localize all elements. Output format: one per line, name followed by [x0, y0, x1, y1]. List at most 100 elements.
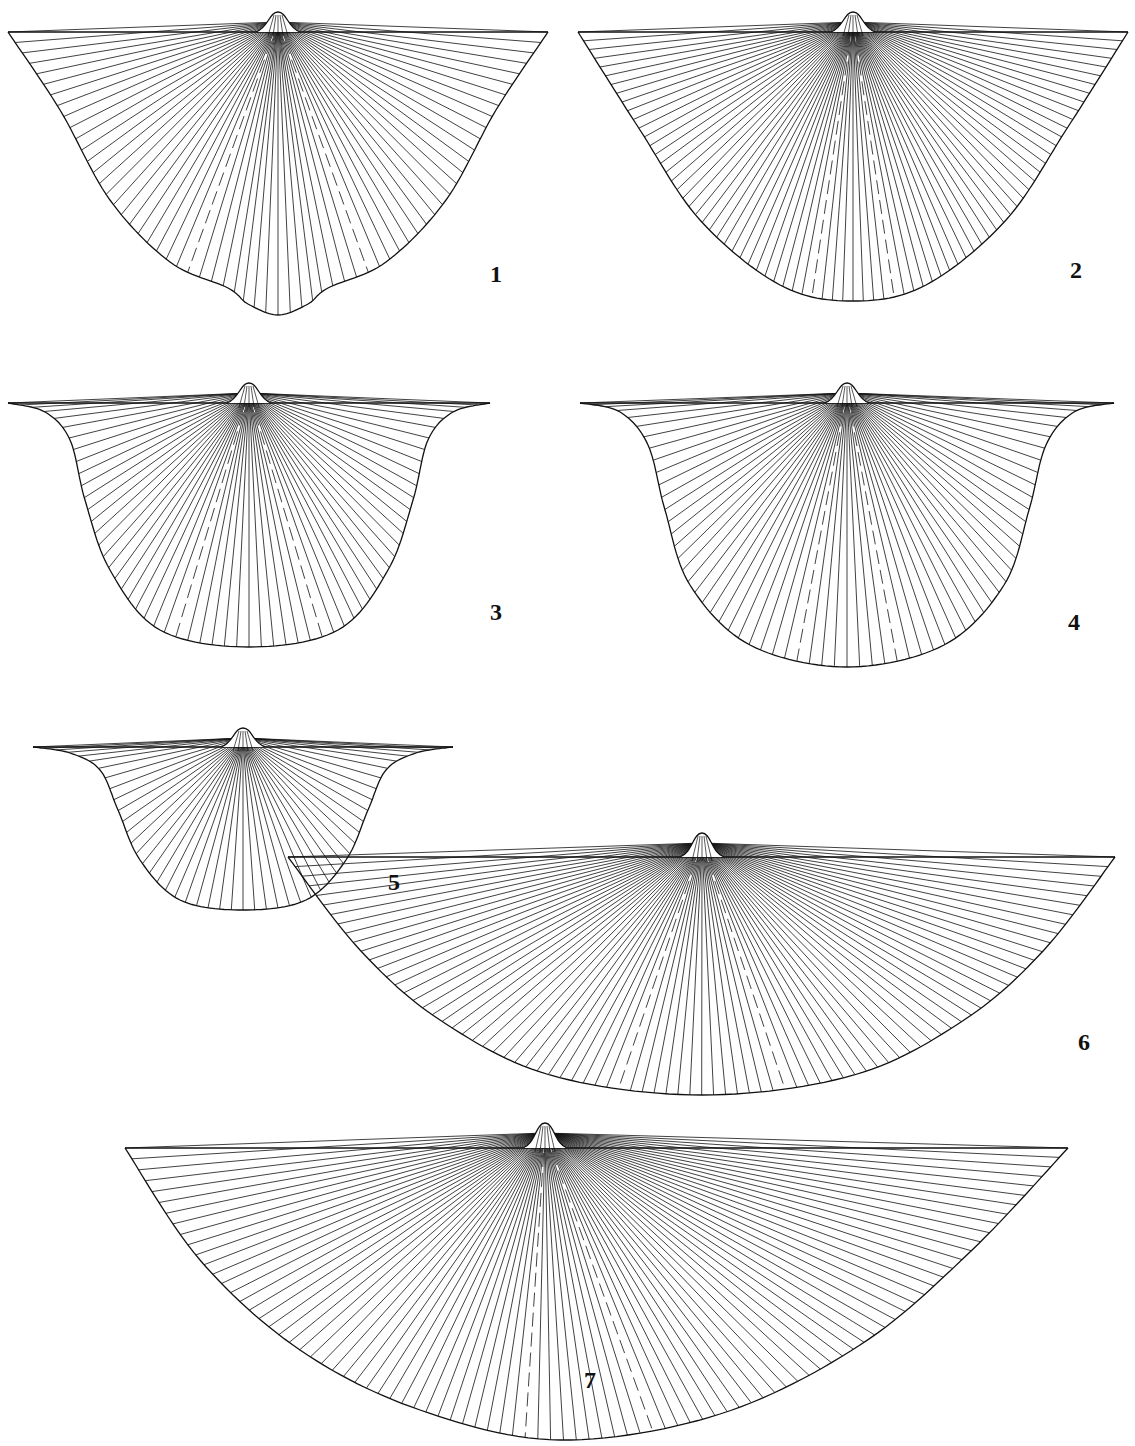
rib-line: [278, 22, 427, 224]
rib-line: [243, 738, 329, 882]
rib-line: [853, 22, 854, 301]
rib-line: [234, 22, 278, 292]
rib-line: [702, 843, 1017, 977]
rib-line: [688, 393, 847, 582]
rib-line: [152, 1133, 545, 1192]
rib-line: [847, 393, 999, 592]
rib-line: [321, 1133, 545, 1364]
rib-line: [656, 393, 847, 473]
rib-line: [666, 22, 853, 172]
rib-line: [724, 22, 853, 244]
rib-line: [847, 393, 1016, 558]
figure-number: 5: [388, 870, 400, 894]
rib-line: [526, 843, 702, 1067]
rib-line: [51, 22, 279, 95]
rib-line: [678, 843, 702, 1094]
rib-line: [164, 393, 249, 632]
rib-line: [278, 22, 279, 315]
rib-line: [353, 843, 702, 942]
rib-line: [316, 843, 702, 896]
rib-line: [196, 1133, 545, 1255]
rib-line: [622, 22, 853, 102]
rib-line: [709, 22, 853, 230]
rib-line: [278, 15, 279, 36]
rib-line: [278, 22, 527, 63]
rib-line: [249, 393, 261, 647]
rib-line: [545, 1133, 915, 1303]
rib-line: [853, 22, 1062, 137]
rib-line: [678, 393, 847, 558]
rib-line: [462, 843, 702, 1034]
rib-line: [266, 22, 278, 313]
shell-figure: [578, 12, 1128, 301]
rib-line: [199, 22, 278, 277]
rib-line: [822, 22, 853, 299]
rib-line: [188, 1133, 545, 1245]
rib-line: [545, 1133, 895, 1320]
rib-line: [853, 22, 958, 264]
rib-line: [278, 22, 450, 194]
rib-line: [847, 393, 1006, 582]
rib-line: [668, 393, 847, 522]
rib-line: [493, 843, 702, 1052]
rib-line: [99, 393, 249, 545]
rib-line: [702, 843, 866, 1071]
hinge-line: [125, 1147, 1068, 1148]
rib-line: [487, 1133, 545, 1430]
rib-line: [402, 1133, 545, 1403]
rib-line: [848, 15, 851, 36]
shell-figure: [580, 383, 1114, 667]
rib-line: [545, 1133, 934, 1286]
rib-line: [414, 1133, 545, 1408]
rib-line: [618, 843, 702, 1089]
rib-line: [231, 1133, 545, 1293]
rib-line: [797, 393, 847, 661]
rib-line: [249, 393, 407, 522]
figure-number: 2: [1070, 258, 1082, 282]
rib-line: [545, 1133, 998, 1224]
shell-figure: [8, 12, 548, 315]
rib-line: [247, 731, 253, 751]
rib-line: [147, 22, 278, 243]
figure-number: 6: [1078, 1030, 1090, 1054]
rib-line: [278, 22, 368, 272]
rib-line: [605, 393, 847, 407]
rib-line: [143, 738, 244, 864]
rib-line: [842, 386, 845, 407]
rib-line: [847, 393, 1114, 403]
rib-line: [545, 1133, 832, 1363]
rib-line: [208, 738, 243, 908]
rib-line: [847, 393, 966, 630]
rib-line: [702, 843, 941, 1035]
rib-line: [545, 1133, 786, 1387]
rib-line: [93, 22, 278, 173]
rib-line: [273, 15, 276, 36]
shell-margin: [125, 1148, 1068, 1440]
rib-line: [701, 843, 702, 1095]
rib-line: [545, 1133, 703, 1419]
rib-line: [426, 1133, 545, 1412]
rib-line: [847, 393, 1012, 570]
rib-line: [702, 843, 981, 1008]
rib-line: [289, 1133, 545, 1342]
rib-line: [243, 738, 355, 843]
rib-line: [545, 1133, 653, 1431]
shell-margin: [8, 403, 490, 647]
rib-line: [249, 393, 377, 589]
rib-line: [278, 22, 506, 95]
rib-line: [127, 738, 243, 832]
rib-line: [702, 843, 785, 1089]
rib-line: [822, 393, 847, 665]
rib-line: [853, 22, 974, 251]
rib-line: [279, 1133, 545, 1335]
rib-line: [278, 22, 469, 161]
rib-line: [278, 22, 480, 139]
shell-margin: [33, 747, 453, 910]
rib-line: [237, 393, 249, 647]
rib-line: [832, 22, 853, 300]
rib-line: [243, 738, 453, 747]
shell-margin: [8, 32, 548, 315]
rib-line: [249, 393, 429, 438]
rib-line: [738, 393, 847, 638]
rib-line: [200, 393, 249, 643]
